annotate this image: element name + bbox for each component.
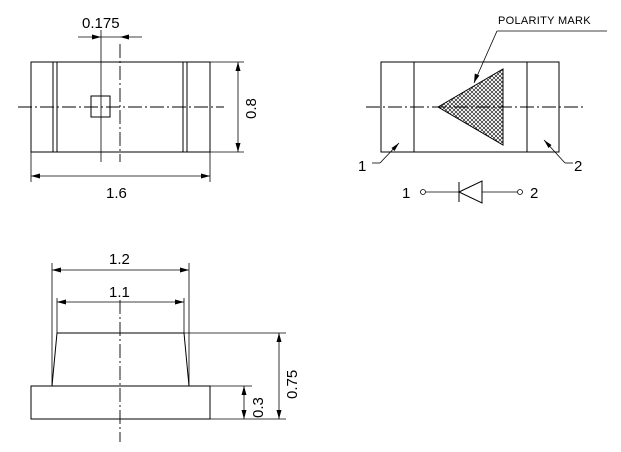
height-arrow-top [235, 62, 241, 71]
dim-top-outer: 1.2 [109, 251, 130, 268]
dim-base-height: 0.3 [250, 397, 267, 418]
dim-height: 0.8 [243, 98, 260, 119]
chip-pad [90, 95, 111, 118]
side-base [30, 385, 211, 420]
diode-symbol-icon [420, 180, 523, 204]
dim-pad-width: 0.175 [82, 15, 120, 32]
base-height-arrow-bottom [241, 410, 247, 419]
pin2-label: 2 [574, 158, 582, 175]
pad-width-arrow-left [92, 34, 101, 40]
symbol-pin2-label: 2 [530, 185, 538, 202]
pin2-leader-arrow [544, 140, 552, 148]
length-arrow-left [31, 173, 40, 179]
side-view: 1.2 1.1 0.75 0.3 [30, 251, 301, 442]
dim-top-inner: 1.1 [109, 284, 130, 301]
polarity-leader-arrow [474, 73, 480, 83]
symbol-pin1-label: 1 [402, 185, 410, 202]
length-arrow-right [201, 173, 210, 179]
pad-width-arrow-right [120, 34, 129, 40]
total-height-arrow-top [276, 333, 282, 342]
inner-width-arrow-left [57, 299, 66, 305]
side-lens [51, 332, 190, 387]
dim-total-height: 0.75 [284, 370, 301, 399]
pin1-label: 1 [358, 158, 366, 175]
polarity-view: POLARITY MARK 1 2 1 2 [358, 15, 607, 204]
pin1-leader-arrow [391, 143, 399, 151]
diode-terminal-2 [517, 189, 523, 195]
polarity-mark-label: POLARITY MARK [498, 15, 591, 27]
diode-terminal-1 [420, 189, 426, 195]
polarity-leader-diag [473, 30, 498, 84]
base-height-arrow-top [241, 386, 247, 395]
height-arrow-bottom [235, 143, 241, 152]
dim-length: 1.6 [106, 185, 127, 202]
diode-triangle [457, 180, 483, 204]
outer-width-arrow-left [52, 267, 61, 273]
top-view: 0.175 0.8 1.6 [18, 15, 260, 202]
outer-width-arrow-right [180, 267, 189, 273]
inner-width-arrow-right [175, 299, 184, 305]
total-height-arrow-bottom [276, 410, 282, 419]
